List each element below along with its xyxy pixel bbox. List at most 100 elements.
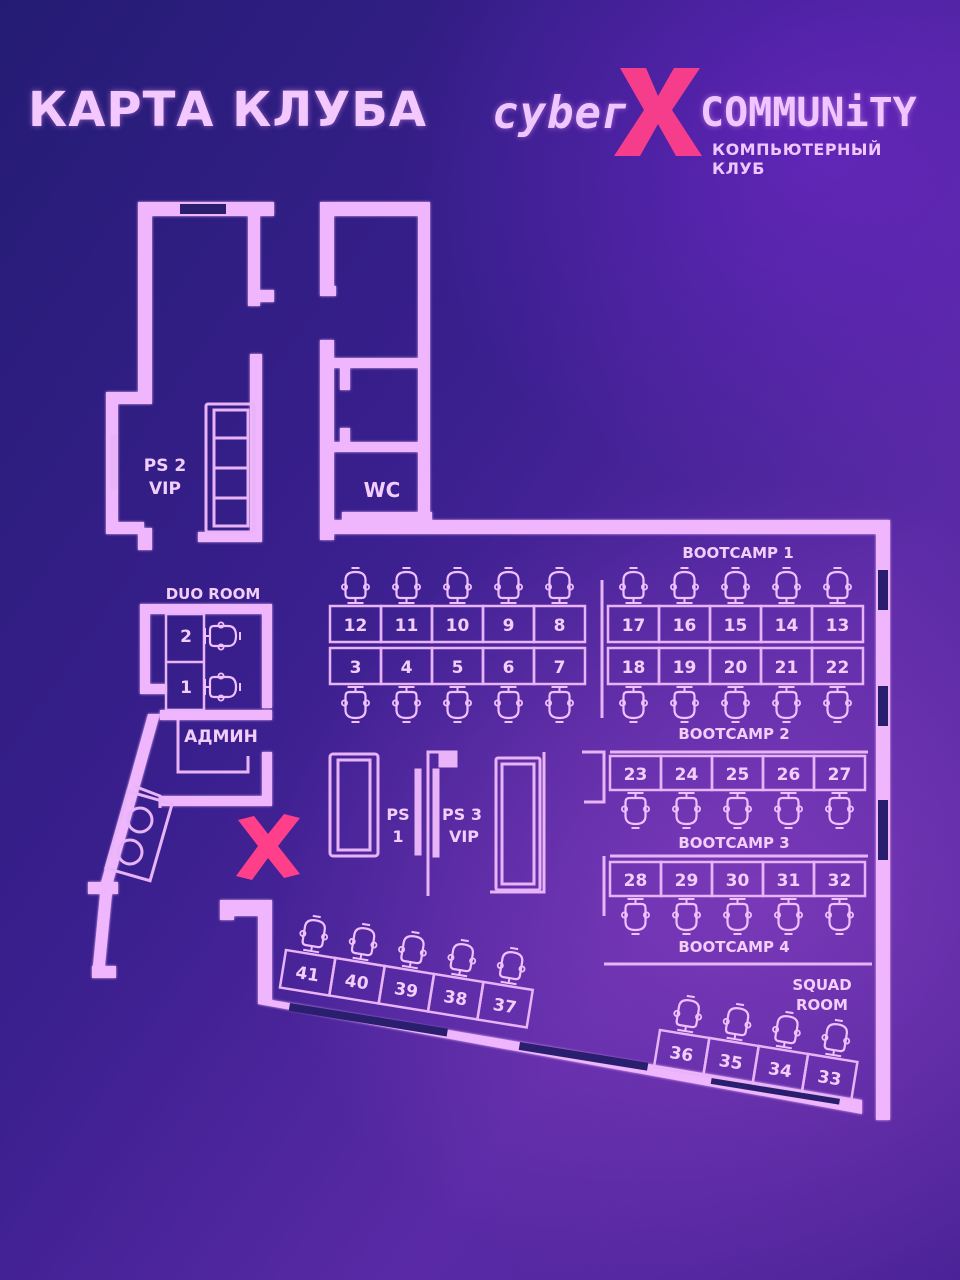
seat-31[interactable]: 31 [777,871,801,891]
chair-9 [493,566,524,605]
logo-subtitle: КОМПЬЮТЕРНЫЙ КЛУБ [712,140,882,178]
chair-26 [773,791,804,830]
seat-30[interactable]: 30 [726,871,750,891]
seat-9[interactable]: 9 [503,616,515,636]
desk-row-bootcamp3: 28 29 30 31 32 [608,860,867,936]
desk-row-lower_left: 41 40 39 38 37 [278,913,535,1029]
seat-21[interactable]: 21 [775,658,799,678]
seat-10[interactable]: 10 [446,616,470,636]
chair-12 [340,566,371,605]
bootcamp-2-label: BOOTCAMP 2 [678,725,789,743]
squad-room-label-2: ROOM [796,996,848,1014]
chair-20 [720,685,751,724]
desk-22 [810,646,865,686]
chair-30 [722,897,753,936]
desk-27 [812,754,867,792]
chair-22 [822,685,853,724]
desk-7 [532,646,587,686]
chair-29 [671,897,702,936]
seat-26[interactable]: 26 [777,765,801,785]
seat-18[interactable]: 18 [622,658,646,678]
chair-6 [493,685,524,724]
seat-34[interactable]: 34 [767,1059,794,1083]
seat-37[interactable]: 37 [491,995,518,1019]
ps1-label-2: 1 [392,827,403,846]
bootcamp-1-label: BOOTCAMP 1 [682,544,793,562]
seat-16[interactable]: 16 [673,616,697,636]
chair-21 [771,685,802,724]
seat-15[interactable]: 15 [724,616,748,636]
page-title: КАРТА КЛУБА [28,82,428,138]
admin-label: АДМИН [184,727,258,747]
chair-25 [722,791,753,830]
chair-16 [669,566,700,605]
seat-11[interactable]: 11 [395,616,419,636]
desk-32 [812,860,867,898]
chair-10 [442,566,473,605]
seat-29[interactable]: 29 [675,871,699,891]
seat-32[interactable]: 32 [828,871,852,891]
seat-12[interactable]: 12 [344,616,368,636]
desk-33 [800,1052,859,1101]
chair-38 [444,937,480,979]
seat-36[interactable]: 36 [668,1043,695,1067]
desk-row-row_a_bottom: 3 4 5 6 7 [328,646,587,724]
seat-6[interactable]: 6 [503,658,515,678]
chair-14 [771,566,802,605]
desk-8 [532,604,587,644]
seat-20[interactable]: 20 [724,658,748,678]
seat-33[interactable]: 33 [816,1067,843,1091]
seat-5[interactable]: 5 [452,658,464,678]
seat-23[interactable]: 23 [624,765,648,785]
seat-22[interactable]: 22 [826,658,850,678]
chair-24 [671,791,702,830]
seat-28[interactable]: 28 [624,871,648,891]
seat-27[interactable]: 27 [828,765,852,785]
desk-row-bootcamp2: 23 24 25 26 27 [608,754,867,830]
chair-33 [818,1017,854,1059]
chair-8 [544,566,575,605]
seat-25[interactable]: 25 [726,765,750,785]
ps1-room [328,752,422,858]
seat-3[interactable]: 3 [350,658,362,678]
ps2-vip-label-1: PS 2 [144,456,186,476]
seat-13[interactable]: 13 [826,616,850,636]
seat-38[interactable]: 38 [442,987,469,1011]
seat-2[interactable]: 2 [180,627,192,647]
seat-41[interactable]: 41 [294,963,321,987]
chair-35 [719,1001,755,1043]
chair-4 [391,685,422,724]
chair-15 [720,566,751,605]
seat-24[interactable]: 24 [675,765,699,785]
desk-row-squad: 36 35 34 33 [652,993,859,1101]
bootcamp-partitions [600,580,872,966]
seat-1[interactable]: 1 [180,678,192,698]
seat-19[interactable]: 19 [673,658,697,678]
chair-40 [345,921,381,963]
ps3-vip-room [426,750,606,896]
seat-14[interactable]: 14 [775,616,799,636]
seat-40[interactable]: 40 [343,971,370,995]
logo-x-icon [614,68,702,156]
chair-13 [822,566,853,605]
chair-11 [391,566,422,605]
ps3-vip-label-1: PS 3 [442,805,482,824]
bootcamp-3-label: BOOTCAMP 3 [678,834,789,852]
chair-27 [824,791,855,830]
chair-19 [669,685,700,724]
seat-8[interactable]: 8 [554,616,566,636]
seat-7[interactable]: 7 [554,658,566,678]
bootcamp-4-label: BOOTCAMP 4 [678,938,789,956]
desk-13 [810,604,865,644]
logo-word-community: COMMUNiTY [700,90,917,136]
seat-39[interactable]: 39 [393,979,420,1003]
chair-37 [494,945,529,987]
seat-4[interactable]: 4 [401,658,413,678]
seat-35[interactable]: 35 [717,1051,744,1075]
squad-room-label-1: SQUAD [792,976,851,994]
seat-17[interactable]: 17 [622,616,646,636]
chair-7 [544,685,575,724]
desk-37 [475,980,535,1029]
ps2-vip-room [110,402,256,534]
